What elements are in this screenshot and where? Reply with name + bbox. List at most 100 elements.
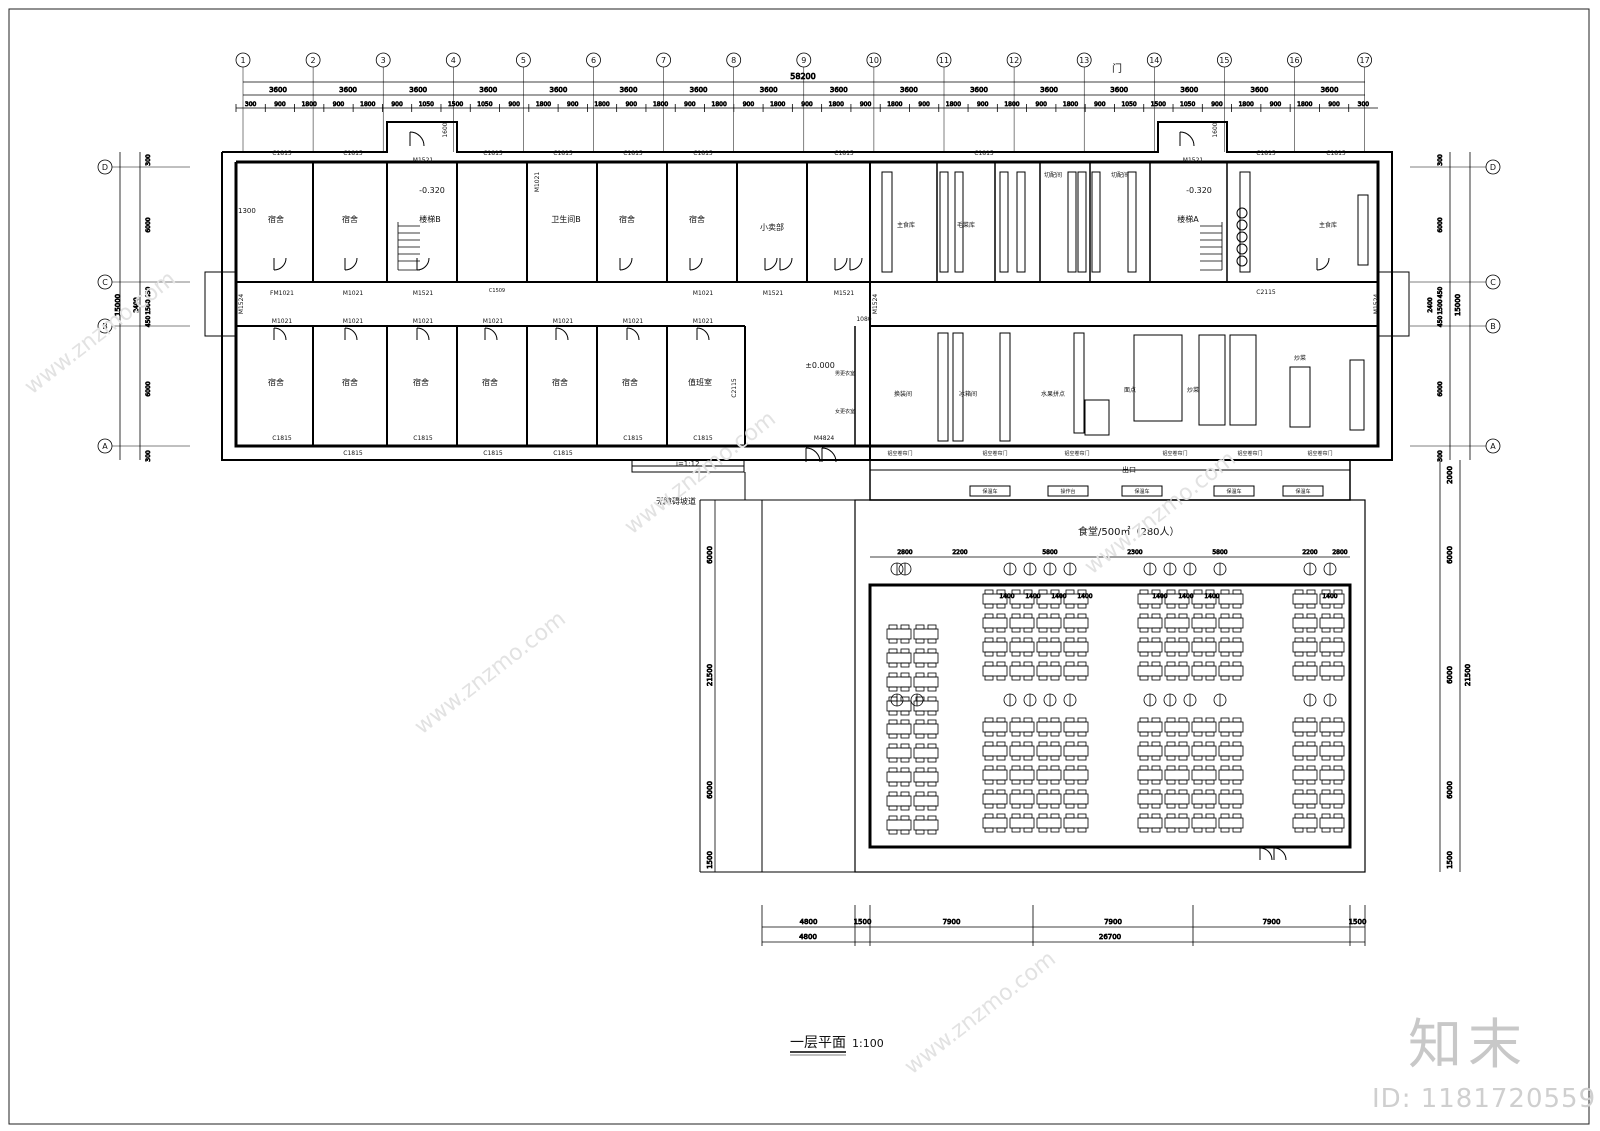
code-window: C1815 [483,150,503,157]
code-window: C2115 [1256,289,1276,296]
dining-table [913,795,939,807]
code-door: M1521 [834,290,855,297]
chair [1306,589,1316,595]
dim-dining-vert: 6000 [706,781,714,799]
chair [1321,675,1331,681]
chair [1038,637,1048,643]
chair [1038,731,1048,737]
door [273,257,287,271]
dining-table [1218,593,1244,605]
dining-table [1191,641,1217,653]
chair [1139,627,1149,633]
chair [1038,717,1048,723]
chair [888,743,898,749]
watermark-logo: 知末 [1408,1013,1528,1076]
chair [1321,603,1331,609]
shutter-door: 铝空卷帘门 [887,450,912,457]
chair [1220,613,1230,619]
chair [996,827,1006,833]
kitchen-shelf [1239,171,1251,273]
room-noodle: 面点 [1124,386,1136,394]
chair [1232,637,1242,643]
chair [984,779,994,785]
chair [1178,651,1188,657]
chair [1294,717,1304,723]
image-id: ID: 1181720559 [1372,1084,1597,1114]
grid-col-label: 8 [731,56,736,65]
dining-table [1063,769,1089,781]
chair [1077,613,1087,619]
chair [1038,603,1048,609]
chair [1333,637,1343,643]
dim-dining-vert: 1500 [706,851,714,869]
dining-table [1218,769,1244,781]
chair [1232,813,1242,819]
code-window: C1815 [272,150,292,157]
chair [915,696,925,702]
chair [1178,765,1188,771]
title-scale: 1:100 [852,1037,884,1050]
chair [915,767,925,773]
chair [984,603,994,609]
dim-bay: 3600 [1040,86,1058,94]
chair [1232,755,1242,761]
dining-table [1164,665,1190,677]
cart-box [1282,485,1324,497]
dim-dining-vert: 21500 [706,664,714,686]
chair [1050,765,1060,771]
dim-sub: 1800 [770,101,785,108]
dining-table [1137,641,1163,653]
dining-table [1191,769,1217,781]
chair [1065,613,1075,619]
chair [900,719,910,725]
dim-dining-vert: 2000 [1446,466,1454,484]
grid-row-label: C [1490,278,1496,287]
chair [888,710,898,716]
chair [1220,755,1230,761]
chair [1333,675,1343,681]
chair [1065,675,1075,681]
chair [1011,613,1021,619]
grid-col-label: 4 [451,56,456,65]
chair [1205,803,1215,809]
dining-table [1063,593,1089,605]
chair [1077,779,1087,785]
chair [888,686,898,692]
chair [1139,765,1149,771]
grid-col-label: 6 [591,56,596,65]
dining-table [1137,721,1163,733]
chair [888,662,898,668]
code-window: C1815 [1256,150,1276,157]
chair [1205,717,1215,723]
kitchen-equip [1349,359,1365,431]
chair [996,741,1006,747]
chair [1193,603,1203,609]
dining-table [1164,721,1190,733]
dining-hall-label: 食堂/500㎡（280人） [1078,525,1180,538]
grid-col-label: 12 [1009,56,1019,65]
chair [1151,731,1161,737]
dining-table [982,817,1008,829]
chair [1294,651,1304,657]
dining-table [1009,769,1035,781]
chair [1333,803,1343,809]
chair [1038,589,1048,595]
code-door: M1524 [872,294,879,315]
chair [1205,789,1215,795]
dim-sub: 1800 [712,101,727,108]
code-door: M1021 [534,172,541,193]
chair [1023,675,1033,681]
dim-bay: 3600 [1180,86,1198,94]
chair [1205,813,1215,819]
dim-dining-vert: 1500 [1446,851,1454,869]
chair [1023,789,1033,795]
dim-side-total: 15000 [1454,294,1462,316]
grid-row-label: C [102,278,108,287]
accessible-ramp [631,459,746,501]
dim-side-part: 300 [1437,154,1444,166]
dim-sub: 900 [391,101,403,108]
dining-table [1191,665,1217,677]
code-door: M1021 [623,318,644,325]
